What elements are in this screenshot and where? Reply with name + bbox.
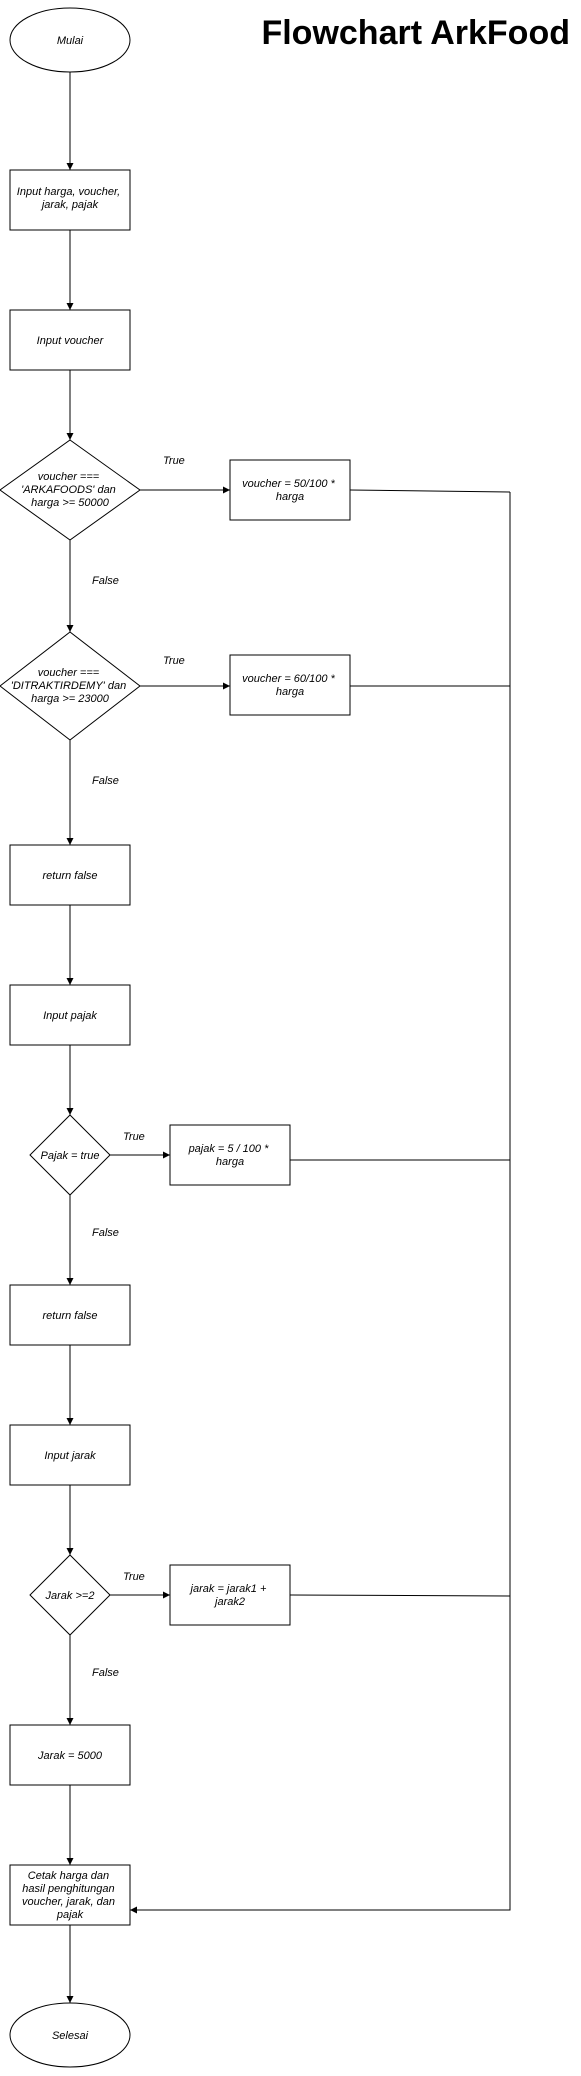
edge-label-false-2: False [92,775,119,787]
input-pajak-node [9,984,131,1046]
decision-pajak-label: Pajak = true [40,1150,99,1162]
start-label: Mulai [57,35,84,47]
edge-label-false-4: False [92,1667,119,1679]
edge-jarak-rail [289,1594,511,1597]
voucher-60-node [229,654,351,716]
voucher-50-label: voucher = 50/100 * harga [242,478,338,503]
input-all-label: Input harga, voucher, jarak, pajak [17,186,123,211]
jarak-calc-label: jarak = jarak1 + jarak2 [189,1583,270,1608]
decision-jarak-label: Jarak >=2 [45,1590,95,1602]
voucher-60-label: voucher = 60/100 * harga [242,673,338,698]
jarak-default-label: Jarak = 5000 [37,1750,103,1762]
return-false-1-label: return false [42,870,97,882]
input-jarak-node [9,1424,131,1486]
input-voucher-node [9,309,131,371]
print-result-label: Cetak harga dan hasil penghitungan vouch… [22,1870,118,1921]
return-false-2-node [9,1284,131,1346]
pajak-calc-node [169,1124,291,1186]
edge-label-true-1: True [163,455,185,467]
input-jarak-label: Input jarak [44,1450,96,1462]
input-pajak-label: Input pajak [43,1010,97,1022]
edge-rail-print [130,492,511,1914]
decision-arkafoods-label: voucher === 'ARKAFOODS' dan harga >= 500… [21,471,119,509]
edge-voucher50-rail [349,489,511,493]
decision-ditraktirdemy-label: voucher === 'DITRAKTIRDEMY' dan harga >=… [11,667,130,705]
input-voucher-label: Input voucher [37,335,105,347]
end-label: Selesai [52,2030,89,2042]
return-false-2-label: return false [42,1310,97,1322]
edge-label-true-2: True [163,655,185,667]
edge-label-false-3: False [92,1227,119,1239]
diagram-title: Flowchart ArkFood [261,14,570,52]
edge-label-true-4: True [123,1571,145,1583]
edge-label-false-1: False [92,575,119,587]
jarak-calc-node [169,1564,291,1626]
return-false-1-node [9,844,131,906]
voucher-50-node [229,459,351,521]
edge-label-true-3: True [123,1131,145,1143]
print-result-node [9,1864,131,1926]
pajak-calc-label: pajak = 5 / 100 * harga [188,1143,272,1168]
